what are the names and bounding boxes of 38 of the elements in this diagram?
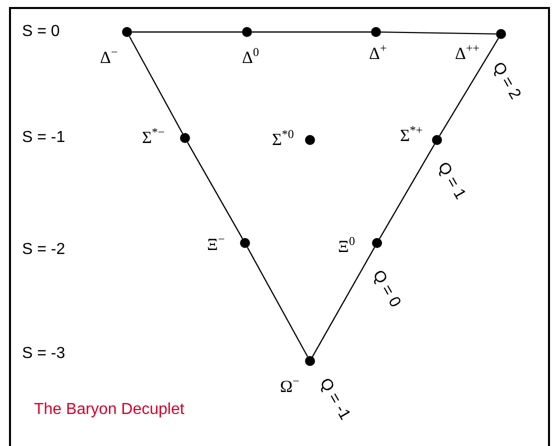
particle-dot (432, 135, 442, 145)
connector-line (312, 247, 376, 357)
particle-dot (240, 238, 250, 248)
particle-label: Δ$^{++}$ (455, 42, 480, 62)
connector-line (186, 142, 244, 239)
connector-line (128, 36, 184, 134)
connector-line (252, 31, 371, 33)
particle-label: Δ$^{+}$ (369, 42, 387, 62)
particle-label: Ω$^{−}$ (280, 375, 300, 395)
connector-line (380, 31, 496, 35)
particle-label: Δ$^{0}$ (242, 46, 259, 66)
particle-dot (305, 135, 315, 145)
strangeness-label: S = -2 (22, 242, 66, 258)
connector-line (379, 144, 435, 239)
strangeness-label: S = 0 (22, 24, 60, 40)
particle-dot (122, 27, 132, 37)
caption: The Baryon Decuplet (34, 401, 184, 419)
connector-line (439, 38, 499, 136)
connector-line (132, 31, 242, 33)
particle-label: Σ$^{*−}$ (142, 126, 165, 146)
particle-label: Σ$^{*0}$ (272, 128, 294, 148)
particle-label: Ξ$^{−}$ (207, 233, 225, 253)
particle-dot (180, 133, 190, 143)
charge-line-label: Q = 2 (489, 60, 523, 102)
charge-line-label: Q = 1 (434, 160, 468, 202)
particle-dot (372, 238, 382, 248)
particle-dot (371, 27, 381, 37)
particle-dot (305, 356, 315, 366)
charge-line-label: Q = 0 (369, 268, 403, 310)
particle-dot (496, 29, 506, 39)
particle-label: Σ$^{*+}$ (400, 124, 423, 144)
connector-line (246, 247, 308, 357)
particle-label: Ξ$^{0}$ (338, 235, 355, 255)
strangeness-label: S = -3 (22, 346, 66, 362)
charge-line-label: Q = -1 (316, 376, 352, 423)
particle-dot (242, 27, 252, 37)
particle-label: Δ$^{−}$ (100, 46, 118, 66)
strangeness-label: S = -1 (22, 130, 66, 146)
